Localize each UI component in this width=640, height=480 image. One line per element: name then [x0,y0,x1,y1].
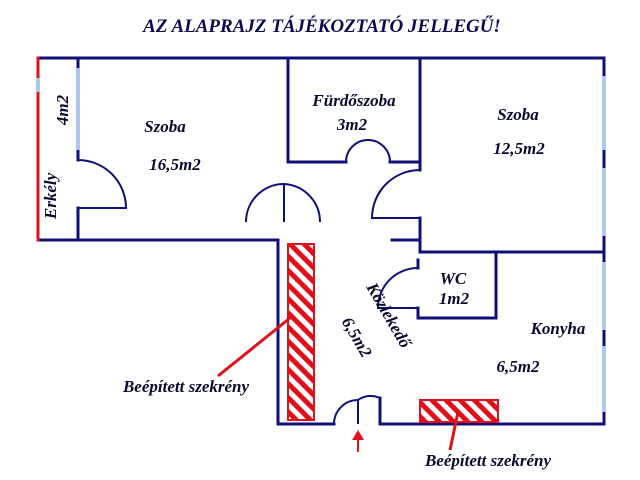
door-hall-left [283,183,322,223]
wardrobe-corridor [287,243,315,421]
entry-arrow-icon [352,430,364,452]
room-szoba2-area: 12,5m2 [493,139,545,158]
door-balcony [77,159,128,209]
room-konyha-area: 6,5m2 [497,357,540,376]
room-wc-name: WC [440,269,467,288]
room-konyha-name: Konyha [530,319,586,338]
room-erkely-area: 4m2 [53,94,72,126]
door-room2 [370,169,421,219]
door-entry [333,395,381,425]
door-bath [345,138,391,163]
door-room1 [245,182,285,223]
room-szoba2-name: Szoba [497,105,539,124]
room-erkely-name: Erkély [41,172,60,220]
label-wardrobe2: Beépített szekrény [424,451,552,470]
room-szoba1-name: Szoba [144,117,186,136]
pointer-wardrobe1 [217,316,291,378]
doors [77,138,421,425]
plan-title: AZ ALAPRAJZ TÁJÉKOZTATÓ JELLEGŰ! [142,15,501,37]
pointer-wardrobe2 [448,411,460,451]
room-kozlekedo-area: 6,5m2 [338,314,376,361]
door-wc [376,267,419,309]
room-furdo-area: 3m2 [336,115,368,134]
wardrobe-kitchen [419,399,499,423]
windows [36,68,606,412]
room-szoba1-area: 16,5m2 [149,155,201,174]
room-wc-area: 1m2 [439,289,470,308]
label-wardrobe1: Beépített szekrény [122,377,250,396]
room-furdo-name: Fürdőszoba [311,91,396,110]
